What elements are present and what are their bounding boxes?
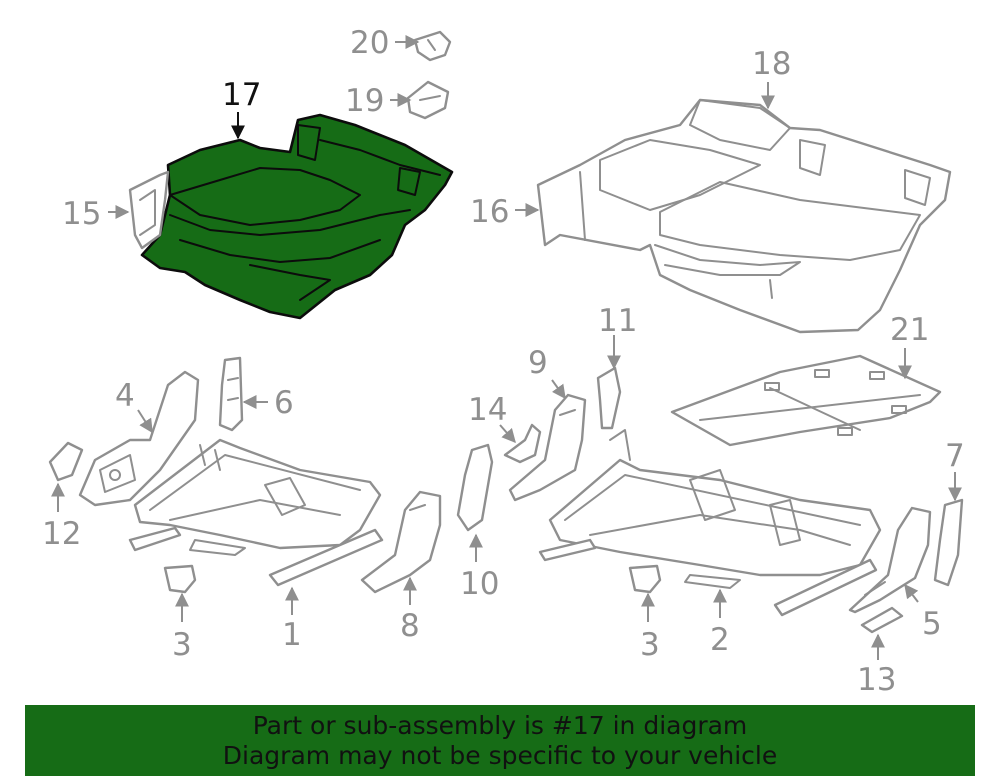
part-17-seat-cushion-highlighted[interactable] bbox=[140, 113, 454, 320]
part-11-bracket bbox=[596, 366, 622, 430]
callout-6: 6 bbox=[274, 385, 294, 421]
callout-3-left: 3 bbox=[172, 627, 192, 663]
part-2-seat-frame bbox=[538, 429, 882, 617]
part-13-cap bbox=[860, 606, 904, 634]
part-19-clip bbox=[406, 80, 450, 120]
info-banner: Part or sub-assembly is #17 in diagram D… bbox=[25, 705, 975, 776]
arrow-4 bbox=[137, 409, 153, 434]
part-10-trim bbox=[456, 443, 494, 532]
part-9-side-shield bbox=[508, 393, 587, 502]
arrow-14 bbox=[499, 424, 516, 444]
callout-labels: 17 18 20 19 15 16 4 6 12 3 1 8 14 10 9 1… bbox=[42, 25, 965, 698]
callout-13: 13 bbox=[857, 662, 896, 698]
callout-16: 16 bbox=[470, 194, 509, 230]
callout-18: 18 bbox=[752, 46, 791, 82]
callout-17: 17 bbox=[222, 77, 261, 113]
callout-9: 9 bbox=[528, 345, 548, 381]
callout-21: 21 bbox=[890, 312, 929, 348]
callout-20: 20 bbox=[350, 25, 389, 61]
leader-arrows bbox=[51, 35, 962, 660]
callout-1: 1 bbox=[282, 617, 302, 653]
callout-11: 11 bbox=[598, 303, 637, 339]
callout-3-right: 3 bbox=[640, 627, 660, 663]
part-1-seat-frame bbox=[128, 438, 384, 587]
arrow-9 bbox=[551, 379, 566, 400]
part-12-cap bbox=[48, 441, 84, 482]
banner-line-1: Part or sub-assembly is #17 in diagram bbox=[252, 710, 748, 740]
part-8-cover bbox=[360, 490, 442, 594]
callout-12: 12 bbox=[42, 516, 81, 552]
callout-2: 2 bbox=[710, 622, 730, 658]
parts-diagram: 17 18 20 19 15 16 4 6 12 3 1 8 14 10 9 1… bbox=[42, 25, 965, 698]
part-3-latch-left bbox=[163, 564, 197, 594]
part-4-side-shield bbox=[78, 370, 200, 507]
arrow-5 bbox=[904, 583, 919, 603]
part-15-side-trim bbox=[128, 170, 170, 250]
part-21-pad bbox=[670, 354, 942, 447]
callout-14: 14 bbox=[468, 392, 507, 428]
callout-4: 4 bbox=[115, 378, 135, 414]
callout-7: 7 bbox=[945, 438, 965, 474]
part-6-bracket bbox=[218, 356, 244, 432]
part-5-side-shield bbox=[848, 506, 932, 614]
part-7-trim bbox=[933, 498, 964, 587]
part-20-clip bbox=[413, 30, 452, 62]
banner-line-2: Diagram may not be specific to your vehi… bbox=[222, 740, 778, 770]
callout-15: 15 bbox=[62, 196, 101, 232]
part-14-bracket bbox=[503, 423, 542, 464]
callout-10: 10 bbox=[460, 566, 499, 602]
part-3-latch-right bbox=[628, 564, 662, 594]
part-16-seat-cushion bbox=[536, 98, 952, 334]
callout-5: 5 bbox=[922, 606, 942, 642]
callout-19: 19 bbox=[345, 83, 384, 119]
callout-8: 8 bbox=[400, 608, 420, 644]
